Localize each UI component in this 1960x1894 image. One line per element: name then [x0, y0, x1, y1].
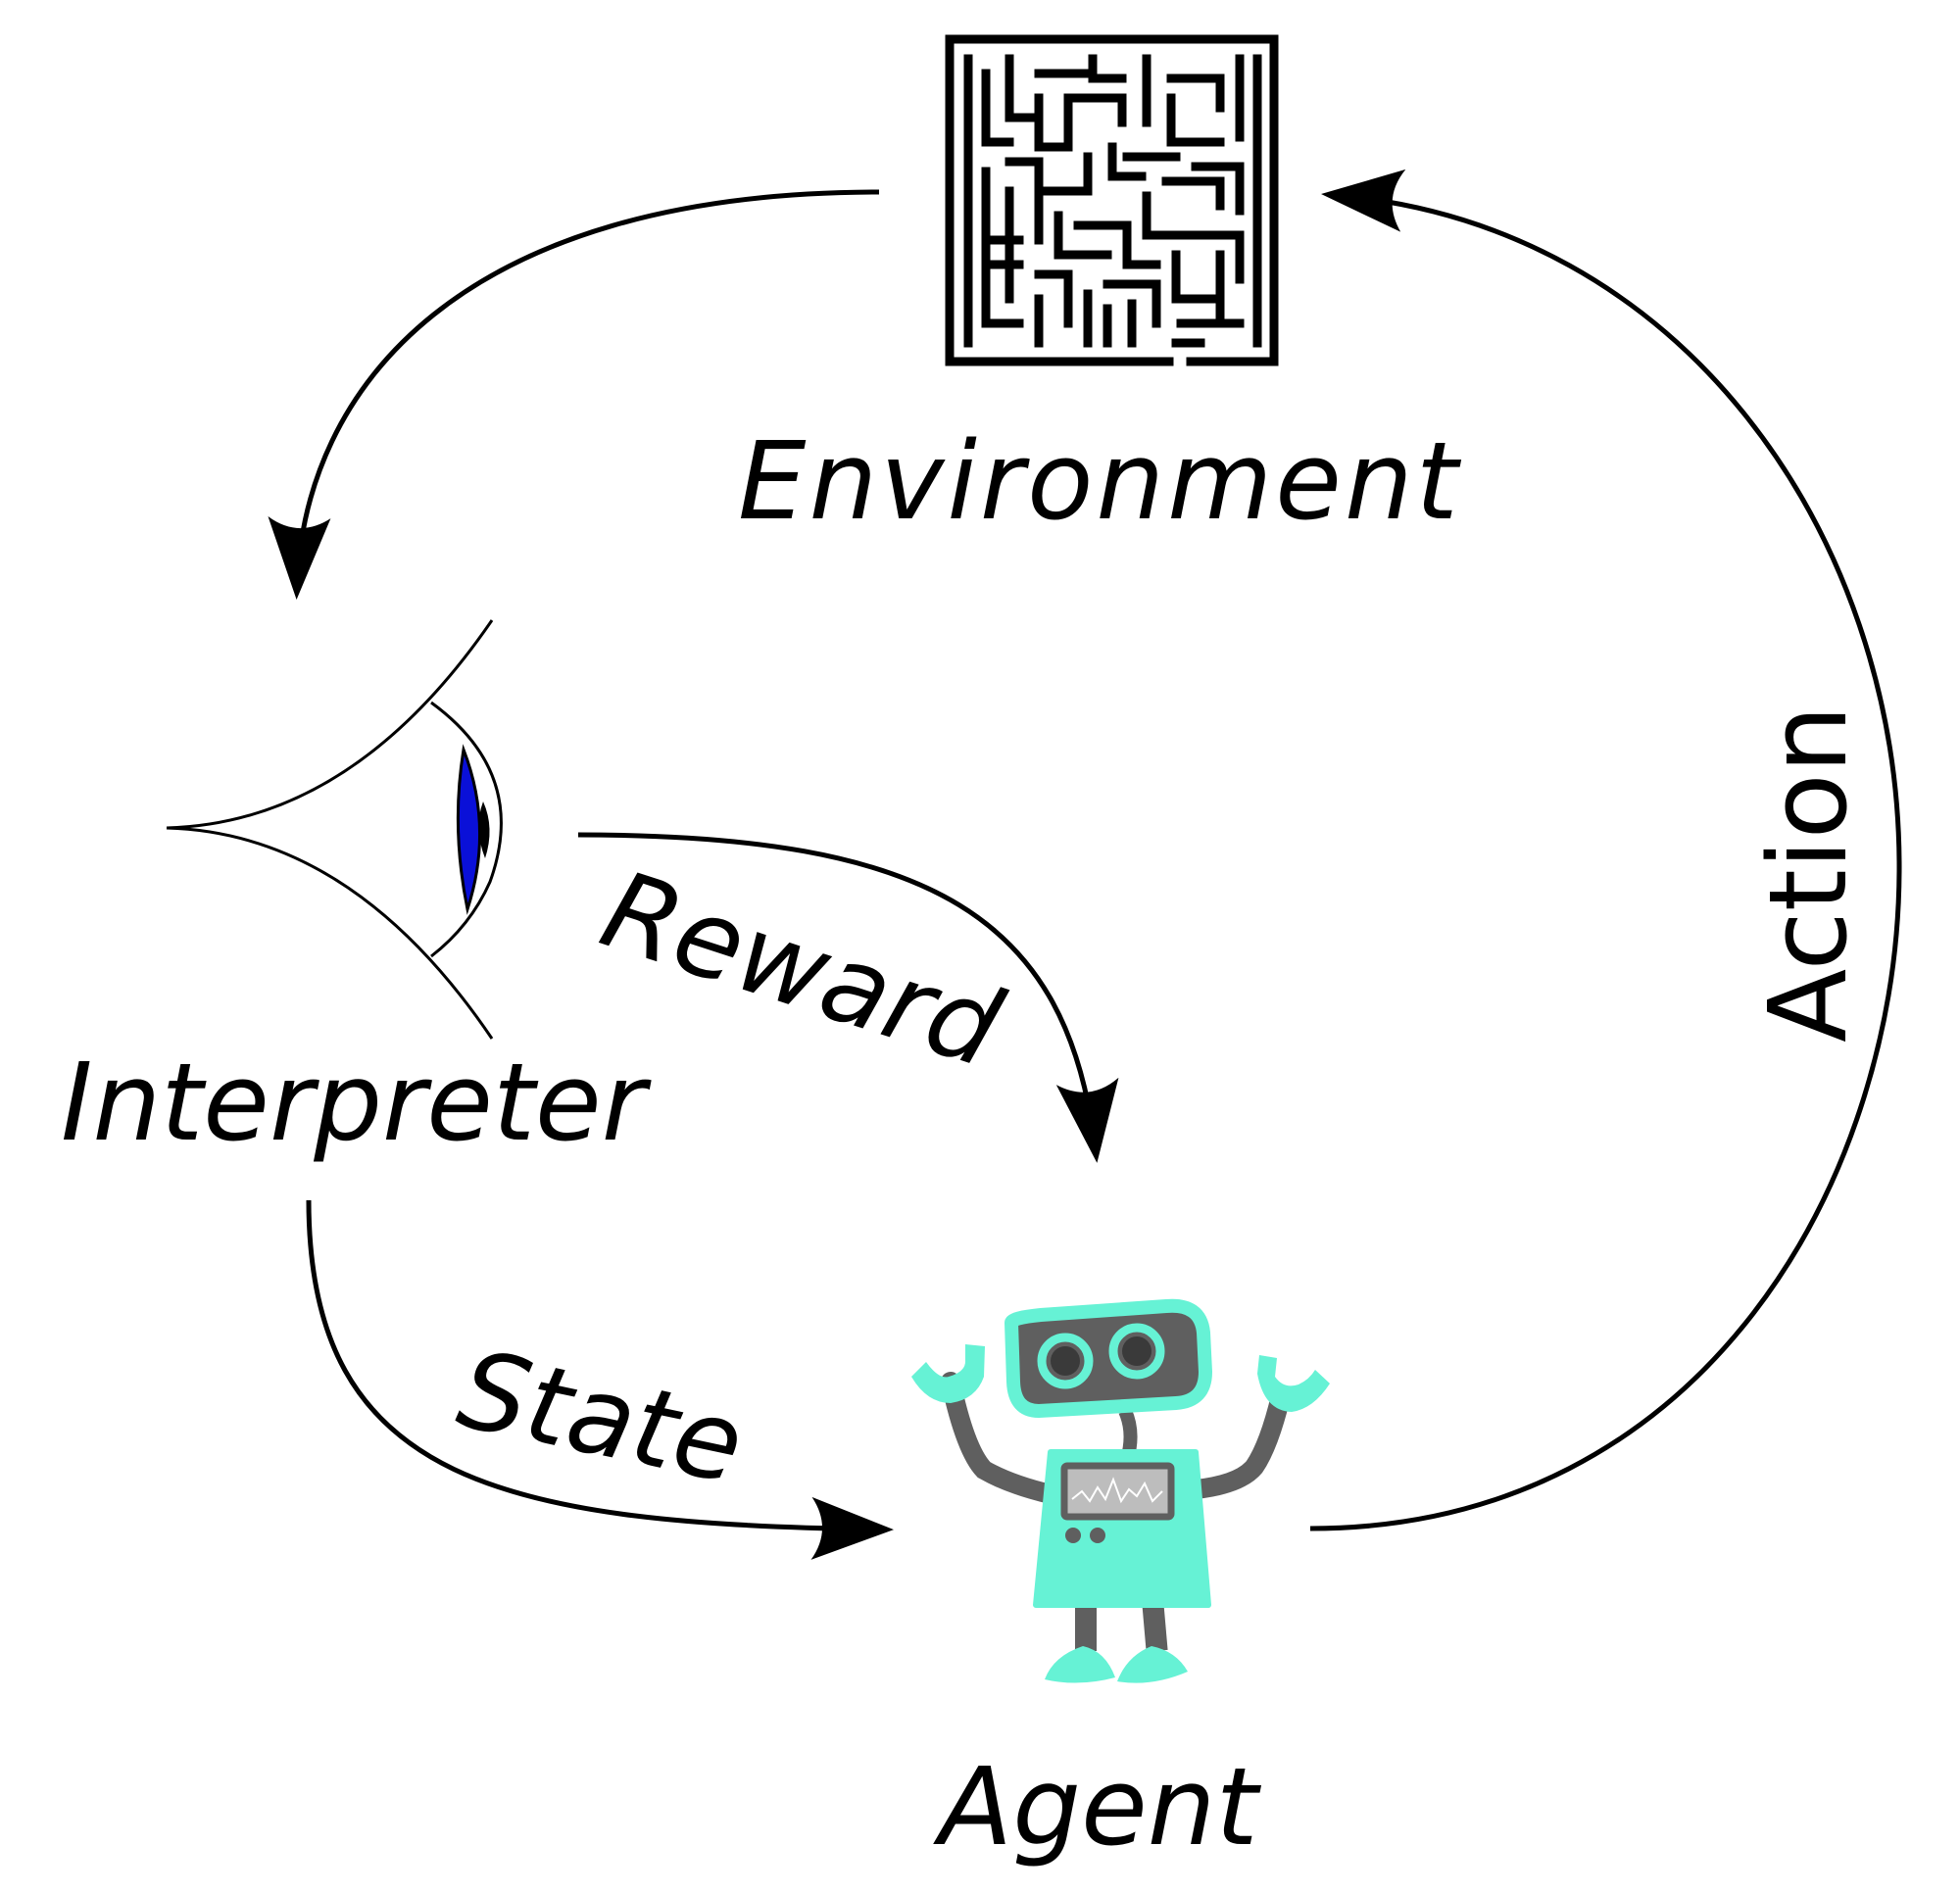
maze-icon	[945, 34, 1279, 366]
agent-label: Agent	[933, 1744, 1261, 1870]
robot-icon	[911, 1298, 1330, 1683]
robot-pupil-right	[1122, 1336, 1152, 1366]
eye-icon	[166, 619, 503, 1040]
robot-foot-left	[1045, 1646, 1115, 1683]
robot-pupil-left	[1051, 1346, 1080, 1376]
arrow-environment-to-interpreter	[268, 189, 880, 600]
state-label: State	[449, 1326, 754, 1508]
robot-arm-left	[941, 1372, 1060, 1504]
eyelid-lower	[166, 826, 494, 1040]
robot-hand-right	[1257, 1355, 1330, 1412]
arrow-interpreter-to-agent-state	[306, 1199, 894, 1560]
reward-label: Reward	[588, 847, 1016, 1093]
eyelid-upper	[166, 619, 494, 830]
eyeball-front	[430, 701, 503, 958]
interpreter-label: Interpreter	[61, 1040, 652, 1165]
robot-leg-right	[1141, 1596, 1168, 1652]
arrow-agent-to-environment-action	[1309, 169, 1902, 1531]
robot-hand-left	[911, 1344, 985, 1403]
pupil	[478, 801, 490, 858]
robot-button-1	[1065, 1528, 1081, 1543]
iris	[456, 744, 481, 915]
robot-button-2	[1090, 1528, 1105, 1543]
robot-leg-left	[1075, 1597, 1097, 1651]
environment-label: Environment	[738, 418, 1462, 544]
action-label: Action	[1745, 704, 1871, 1043]
robot-foot-right	[1117, 1646, 1188, 1683]
robot-screen-wave	[1071, 1477, 1163, 1504]
arrow-interpreter-to-agent-reward	[577, 832, 1119, 1163]
robot-arm-right	[1186, 1386, 1291, 1499]
